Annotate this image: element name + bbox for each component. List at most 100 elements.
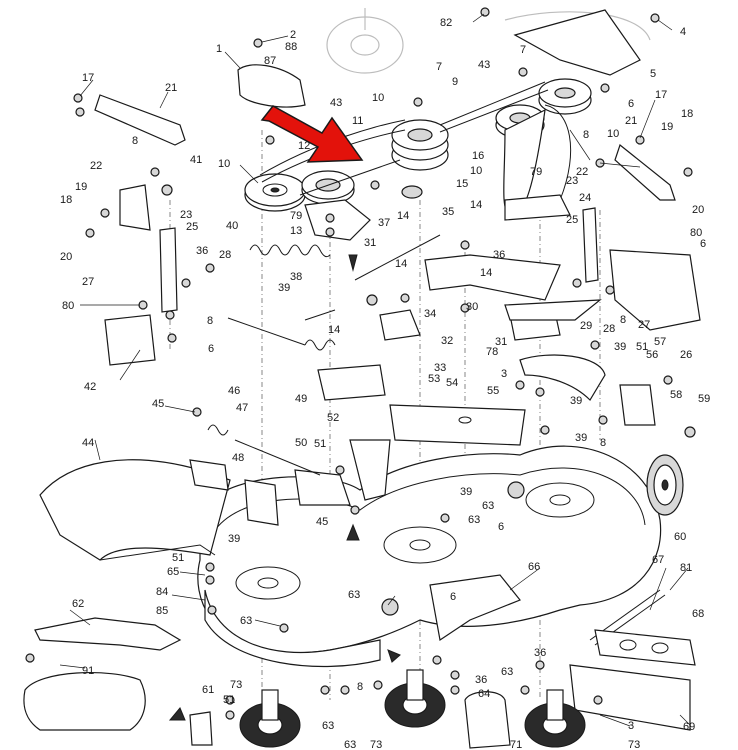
callout-69: 69 [683,721,695,733]
callout-88: 88 [285,41,297,53]
callout-62: 62 [72,598,84,610]
callout-54: 54 [446,377,458,389]
callout-22b: 22 [576,166,588,178]
arms [94,94,676,321]
callout-53: 53 [428,373,440,385]
callout-35: 35 [442,206,454,218]
pulley-idler-12 [301,170,355,205]
blade-spindles [239,669,586,748]
callout-14b: 14 [470,199,482,211]
callout-10d: 10 [470,165,482,177]
callout-7b: 7 [520,44,526,56]
covers [104,9,701,526]
callout-36c: 36 [475,674,487,686]
callout-23b: 23 [566,175,578,187]
callout-63d: 63 [468,514,480,526]
callout-80b: 80 [690,227,702,239]
callout-39b: 39 [614,341,626,353]
leader-lines [59,13,691,727]
callout-73b: 73 [370,739,382,750]
callout-14d: 14 [480,267,492,279]
callout-43b: 43 [478,59,490,71]
callout-36b: 36 [493,249,505,261]
callout-80: 80 [62,300,74,312]
callout-38: 38 [290,271,302,283]
callout-36: 36 [196,245,208,257]
callout-43: 43 [330,97,342,109]
lower-right-parts [429,574,696,749]
callout-27b: 27 [638,319,650,331]
callout-6e: 6 [498,521,504,533]
callout-27: 27 [82,276,94,288]
callout-51c: 51 [172,552,184,564]
callout-26: 26 [680,349,692,361]
callout-17b: 17 [655,89,667,101]
callout-59: 59 [698,393,710,405]
callout-30: 30 [466,301,478,313]
callout-20b: 20 [692,204,704,216]
callout-28: 28 [219,249,231,261]
callout-4: 4 [680,26,686,38]
callout-6c: 6 [700,238,706,250]
callout-81: 81 [680,562,692,574]
callout-66: 66 [528,561,540,573]
red-highlight-arrow [260,105,364,163]
callout-6d: 6 [450,591,456,603]
callout-37: 37 [378,217,390,229]
callout-58: 58 [670,389,682,401]
callout-42: 42 [84,381,96,393]
callout-14c: 14 [395,258,407,270]
callout-55: 55 [487,385,499,397]
callout-8c: 8 [207,315,213,327]
callout-73: 73 [230,679,242,691]
callout-44: 44 [82,437,94,449]
callout-14e: 14 [328,324,340,336]
callout-51: 51 [636,341,648,353]
callout-47: 47 [236,402,248,414]
callout-11: 11 [352,115,363,127]
callout-8e: 8 [357,681,363,693]
callout-10: 10 [372,92,384,104]
callout-45b: 45 [316,516,328,528]
callout-19b: 19 [661,121,673,133]
callout-8f: 8 [600,437,606,449]
belts [259,81,572,216]
callout-82: 82 [440,17,452,29]
callout-39c: 39 [570,395,582,407]
gauge-wheel [646,454,684,516]
callout-15: 15 [456,178,468,190]
callout-39: 39 [278,282,290,294]
callout-49: 49 [295,393,307,405]
callout-8: 8 [132,135,138,147]
callout-6b: 6 [208,343,214,355]
callout-21b: 21 [625,115,637,127]
callout-51b: 51 [314,438,326,450]
lower-left-parts [23,617,213,746]
callout-85: 85 [156,605,168,617]
callout-63g: 63 [344,739,356,750]
callout-63: 63 [240,615,252,627]
callout-29: 29 [580,320,592,332]
callout-18b: 18 [681,108,693,120]
callout-78: 78 [486,346,498,358]
callout-63e: 63 [501,666,513,678]
callout-65: 65 [167,566,179,578]
callout-1: 1 [216,43,222,55]
callout-45: 45 [152,398,164,410]
callout-7: 7 [436,61,442,73]
callout-24: 24 [579,192,591,204]
callout-39e: 39 [460,486,472,498]
callout-79b: 79 [290,210,302,222]
pulley-right-top [538,78,592,115]
callout-25: 25 [186,221,198,233]
callout-9: 9 [452,76,458,88]
callout-64: 64 [478,688,490,700]
deck-shell [197,445,662,668]
callout-61: 61 [202,684,214,696]
callout-84: 84 [156,586,168,598]
callout-16: 16 [472,150,484,162]
callout-2: 2 [290,29,296,41]
callout-39f: 39 [228,533,240,545]
callout-46: 46 [228,385,240,397]
